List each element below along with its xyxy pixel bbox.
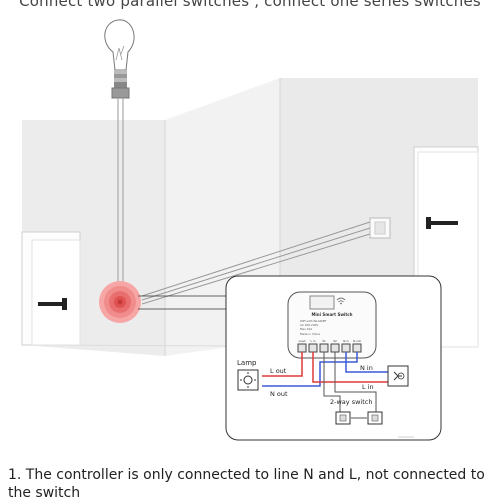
wiring-lines <box>262 352 388 419</box>
module-spec-line: Max 10A <box>300 327 312 331</box>
terminal-label: L in <box>311 339 316 343</box>
terminal-label: S2 <box>333 339 337 343</box>
junction-box-icon <box>99 281 141 323</box>
light-bulb-icon <box>104 19 135 99</box>
two-way-switch-icon <box>335 411 383 425</box>
power-plug-icon <box>387 365 409 387</box>
wall-switch-icon <box>369 217 391 239</box>
terminal-label: N out <box>353 339 361 343</box>
door-handle-icon <box>38 302 66 306</box>
two-way-switch-label: 2-way switch <box>330 398 372 406</box>
door-handle-icon <box>430 221 458 225</box>
terminal-label: Load <box>299 339 306 343</box>
terminal-label: N in <box>343 339 349 343</box>
terminal-label: S1 <box>322 339 326 343</box>
lamp-label: Lamp <box>237 359 257 367</box>
left-door <box>21 231 81 346</box>
diagram-title: Connect two parallel switches , connect … <box>19 0 481 10</box>
lamp-icon <box>237 369 259 391</box>
l-out-label: L out <box>270 367 287 375</box>
l-in-label: L in <box>362 383 374 391</box>
module-spec-line: WiFi with WLAN/BT <box>300 319 327 323</box>
wifi-icon <box>336 297 346 305</box>
module-name: Mini Smart Switch <box>311 312 352 317</box>
n-out-label: N out <box>270 390 288 398</box>
footer-note: 1. The controller is only connected to l… <box>8 467 485 501</box>
module-spec-line: AC 100-240V <box>300 323 318 327</box>
module-spec-line: Made in China <box>300 332 320 336</box>
smart-switch-module: Mini Smart Switch WiFi with WLAN/BT AC 1… <box>287 291 377 359</box>
n-in-label: N in <box>360 364 373 372</box>
